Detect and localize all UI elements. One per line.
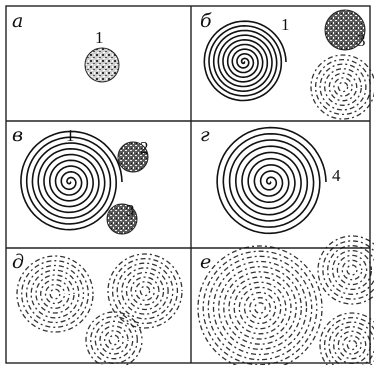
ring	[342, 260, 361, 279]
ring-pattern	[17, 256, 93, 332]
ring	[333, 251, 372, 290]
ring	[105, 331, 124, 350]
ring	[46, 285, 65, 304]
ring	[239, 287, 280, 328]
label-3: 3	[126, 201, 135, 220]
ring	[250, 298, 271, 319]
panel-b: б 1 3	[200, 10, 374, 119]
panel-letter: а	[12, 10, 23, 32]
ring	[325, 69, 362, 106]
label-1: 1	[66, 126, 75, 145]
ring	[203, 251, 317, 365]
label-4: 4	[332, 166, 341, 185]
ring	[50, 289, 60, 299]
panel-letter: б	[200, 10, 212, 32]
ring	[140, 286, 149, 295]
ring	[86, 312, 142, 365]
ring	[214, 262, 307, 355]
ring	[320, 64, 366, 110]
panel-a: а 1	[12, 10, 119, 82]
ring	[318, 236, 374, 304]
panel-letter: е	[200, 251, 211, 273]
ring	[347, 340, 356, 349]
panel-f: е	[198, 236, 374, 365]
label-3: 3	[357, 31, 366, 50]
ring	[219, 267, 302, 350]
ring	[122, 268, 168, 314]
ring	[117, 263, 173, 319]
ring-pattern	[320, 313, 374, 365]
ring	[31, 270, 79, 318]
ring	[91, 317, 138, 364]
ring	[255, 303, 265, 313]
ring	[316, 60, 371, 115]
ring	[109, 335, 118, 344]
small-blob	[85, 48, 119, 82]
ring	[127, 273, 164, 310]
spiral	[21, 131, 122, 229]
spiral	[217, 128, 326, 234]
figure-border	[6, 6, 370, 363]
ring	[338, 82, 347, 91]
ring	[198, 246, 322, 365]
panel-letter: в	[12, 124, 23, 146]
ring	[95, 321, 132, 358]
panel-e: д	[12, 251, 182, 365]
ring-pattern	[108, 254, 182, 328]
ring-pattern	[318, 236, 374, 304]
ring	[17, 256, 93, 332]
label-1: 1	[95, 28, 104, 47]
panel-letter: д	[12, 251, 24, 273]
panel-d: г 4	[200, 124, 341, 233]
ring	[343, 336, 361, 354]
label-1: 1	[281, 15, 290, 34]
panel-c: в 1 2 3	[12, 124, 149, 234]
ring	[334, 327, 371, 364]
ring	[108, 254, 182, 328]
ring	[27, 266, 84, 323]
ring	[234, 282, 286, 334]
ring-pattern	[198, 246, 322, 365]
ring	[229, 277, 291, 339]
panel-letter: г	[200, 124, 210, 146]
ring-pattern	[311, 55, 374, 119]
ring	[334, 78, 352, 96]
ring	[136, 282, 155, 301]
label-2: 2	[140, 138, 149, 157]
ring	[36, 275, 74, 313]
spiral	[204, 21, 286, 100]
ring	[347, 265, 357, 275]
ring-pattern	[86, 312, 142, 365]
